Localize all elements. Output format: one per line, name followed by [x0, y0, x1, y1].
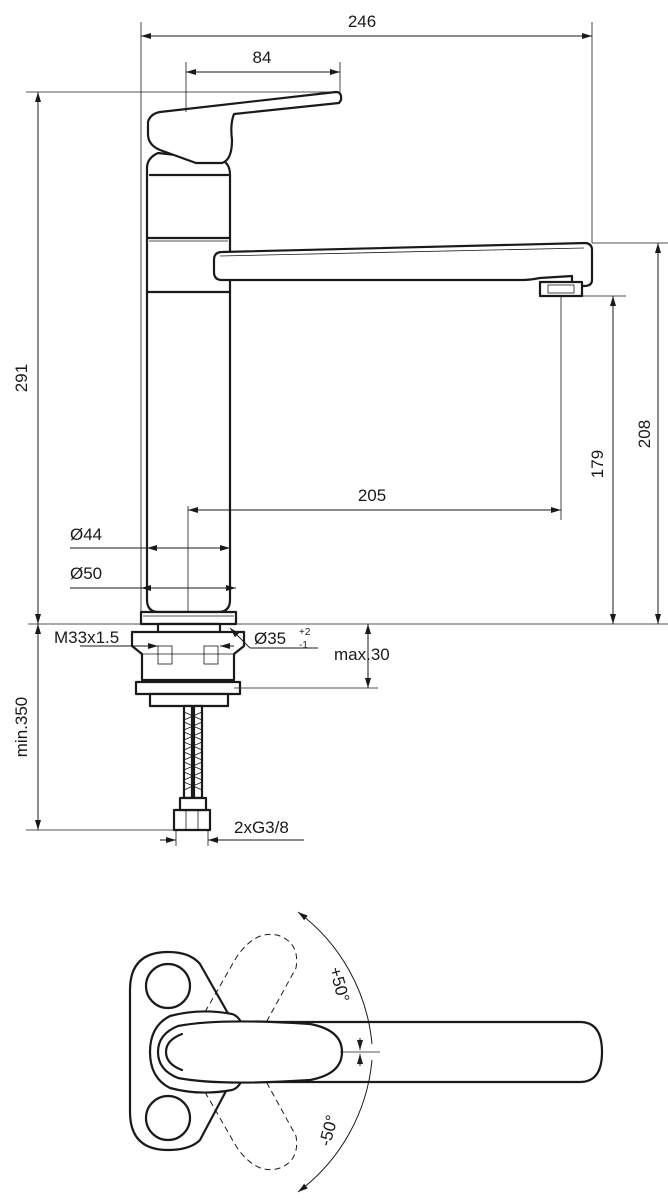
base-ring [139, 610, 238, 626]
lever-handle [146, 90, 343, 165]
angle-minus-label: -50° [315, 1113, 341, 1148]
fixing-nut [134, 680, 242, 696]
faucet-side-view [139, 90, 594, 626]
dim-d35-leader [229, 627, 251, 649]
dim-291-label: 291 [12, 364, 31, 392]
lever-cap [156, 1020, 344, 1084]
dim-d35-tol-minus: -1 [299, 640, 308, 651]
mounting-set [130, 622, 246, 832]
faucet-top-view: +50° -50° [128, 911, 604, 1193]
spout-inner-line [219, 247, 585, 257]
bracket-slot-left [157, 645, 173, 665]
faucet-body [145, 151, 232, 614]
dim-246-label: 246 [348, 12, 376, 31]
dim-max30-label: max.30 [334, 645, 390, 664]
mounting-bracket [130, 630, 246, 682]
dim-thread-label: M33x1.5 [54, 628, 119, 647]
aerator [538, 280, 584, 298]
dim-min350-label: min.350 [12, 697, 31, 757]
dim-179-label: 179 [588, 450, 607, 478]
dim-d44-label: Ø44 [70, 525, 102, 544]
dim-d35-label: Ø35 [254, 629, 286, 648]
dim-205-label: 205 [358, 486, 386, 505]
mounting-hole-top [144, 962, 192, 1010]
angle-arc-minus [297, 1059, 373, 1193]
connection-neck [178, 796, 208, 812]
dim-g38-label: 2xG3/8 [234, 818, 289, 837]
dim-208-label: 208 [635, 420, 654, 448]
dim-84-label: 84 [253, 48, 272, 67]
hose-braid [183, 711, 203, 791]
angle-arc-plus [297, 911, 373, 1045]
dim-d35-tol-plus: +2 [299, 627, 311, 638]
dimension-lines: 246 84 291 208 179 205 Ø44 Ø50 [12, 12, 668, 846]
dim-d50-label: Ø50 [70, 564, 102, 583]
connection-nut [172, 808, 212, 832]
mounting-hole-bottom [144, 1094, 192, 1142]
aerator-inner [547, 284, 575, 294]
cap-detail [164, 1032, 184, 1072]
bracket-slot-right [203, 645, 219, 665]
washer [148, 692, 230, 708]
